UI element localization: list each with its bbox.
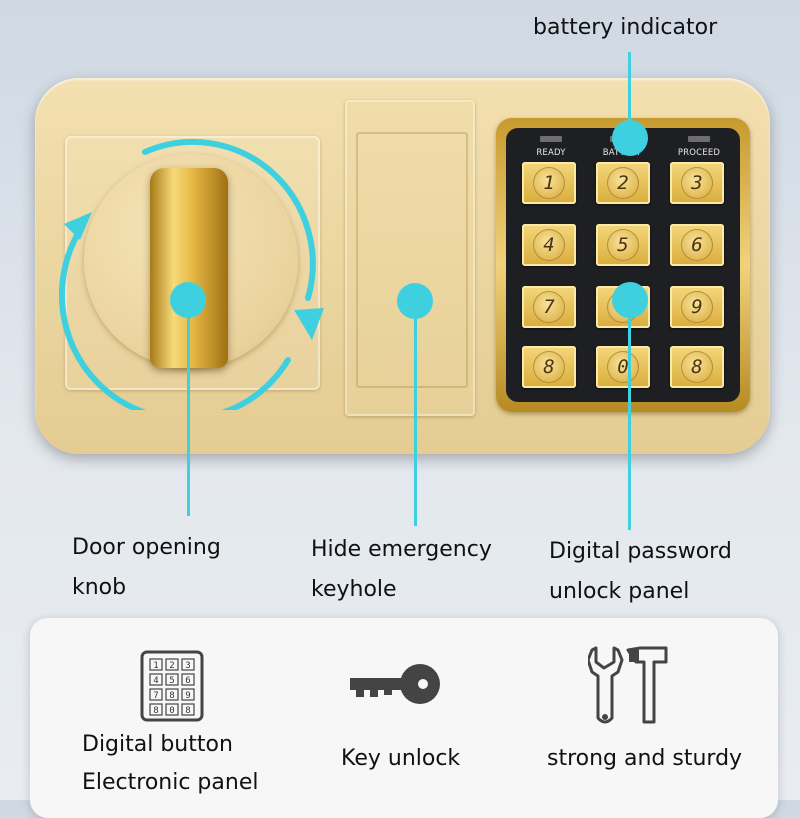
mini-key	[165, 673, 179, 686]
mini-key	[165, 703, 179, 716]
keyhole-marker	[397, 283, 433, 319]
proceed-led	[688, 136, 710, 142]
keyhole-label: Hide emergency keyhole	[311, 530, 492, 610]
mini-key	[165, 688, 179, 701]
panel-label: Digital password unlock panel	[549, 532, 732, 612]
mini-key-digit: 6	[185, 676, 190, 686]
keypad-key[interactable]: 9	[670, 286, 724, 328]
key-icon	[350, 664, 440, 704]
sturdy-feature: strong and sturdy	[547, 746, 743, 771]
mini-key-digit: 8	[185, 706, 190, 716]
key-digit: 8	[533, 351, 565, 383]
keyhole-callout-line	[414, 318, 417, 526]
knob-label: Door opening knob	[72, 528, 221, 608]
knob-label-line2: knob	[72, 575, 127, 600]
mini-key	[181, 673, 195, 686]
mini-key	[149, 688, 163, 701]
mini-key-digit: 0	[169, 706, 174, 716]
key-digit: 0	[607, 351, 639, 383]
mini-key-digit: 4	[153, 676, 158, 686]
keypad-key[interactable]: 4	[522, 224, 576, 266]
key-digit: 5	[607, 229, 639, 261]
knob-marker	[170, 282, 206, 318]
mini-key	[149, 673, 163, 686]
keypad-key[interactable]: 8	[670, 346, 724, 388]
keyhole-cover-inset	[356, 132, 468, 388]
digital-feature-line1: Digital button	[82, 732, 233, 757]
key-digit: 7	[533, 291, 565, 323]
keypad-key[interactable]: 7	[522, 286, 576, 328]
digital-feature-line2: Electronic panel	[82, 770, 259, 795]
key-unlock-feature: Key unlock	[341, 746, 461, 771]
indicator-label: READY	[536, 148, 566, 158]
keypad-key[interactable]: 1	[522, 162, 576, 204]
mini-key	[181, 688, 195, 701]
rotate-arrows-icon	[58, 138, 324, 410]
panel-marker	[612, 282, 648, 318]
knob-label-line1: Door opening	[72, 535, 221, 560]
hammer-icon	[626, 646, 668, 724]
mini-key	[181, 703, 195, 716]
mini-key	[181, 658, 195, 671]
keypad-icon: 1 2 3 4 5 6 7 8 9 8 0 8	[140, 650, 204, 722]
keyhole-label-line1: Hide emergency	[311, 537, 492, 562]
panel-callout-line	[628, 316, 631, 530]
key-digit: 9	[681, 291, 713, 323]
indicator-label: PROCEED	[677, 148, 721, 158]
ready-led	[540, 136, 562, 142]
emergency-keyhole-cover[interactable]	[345, 100, 475, 416]
keypad-key[interactable]: 5	[596, 224, 650, 266]
panel-label-line1: Digital password	[549, 539, 732, 564]
keypad-key[interactable]: 3	[670, 162, 724, 204]
key-digit: 8	[681, 351, 713, 383]
mini-key	[165, 658, 179, 671]
keypad-key[interactable]: 2	[596, 162, 650, 204]
key-digit: 6	[681, 229, 713, 261]
mini-key-digit: 8	[153, 706, 158, 716]
mini-key	[149, 703, 163, 716]
keyhole-label-line2: keyhole	[311, 577, 397, 602]
mini-key-digit: 8	[169, 691, 174, 701]
knob-callout-line	[187, 316, 190, 516]
battery-indicator-label: battery indicator	[533, 15, 718, 40]
keypad-key[interactable]: 0	[596, 346, 650, 388]
mini-key-digit: 3	[185, 661, 190, 671]
mini-key-digit: 7	[153, 691, 158, 701]
key-digit: 4	[533, 229, 565, 261]
keypad-key[interactable]: 8	[522, 346, 576, 388]
key-digit: 3	[681, 167, 713, 199]
key-digit: 1	[533, 167, 565, 199]
battery-callout-line	[628, 52, 631, 122]
keypad-key[interactable]: 6	[670, 224, 724, 266]
mini-key	[149, 658, 163, 671]
mini-key-digit: 1	[153, 661, 158, 671]
digital-panel-feature: Digital button Electronic panel	[82, 726, 258, 802]
battery-marker	[612, 120, 648, 156]
mini-key-digit: 5	[169, 676, 174, 686]
mini-key-digit: 2	[169, 661, 174, 671]
mini-key-digit: 9	[185, 691, 190, 701]
wrench-icon	[588, 646, 624, 724]
key-digit: 2	[607, 167, 639, 199]
panel-label-line2: unlock panel	[549, 579, 690, 604]
